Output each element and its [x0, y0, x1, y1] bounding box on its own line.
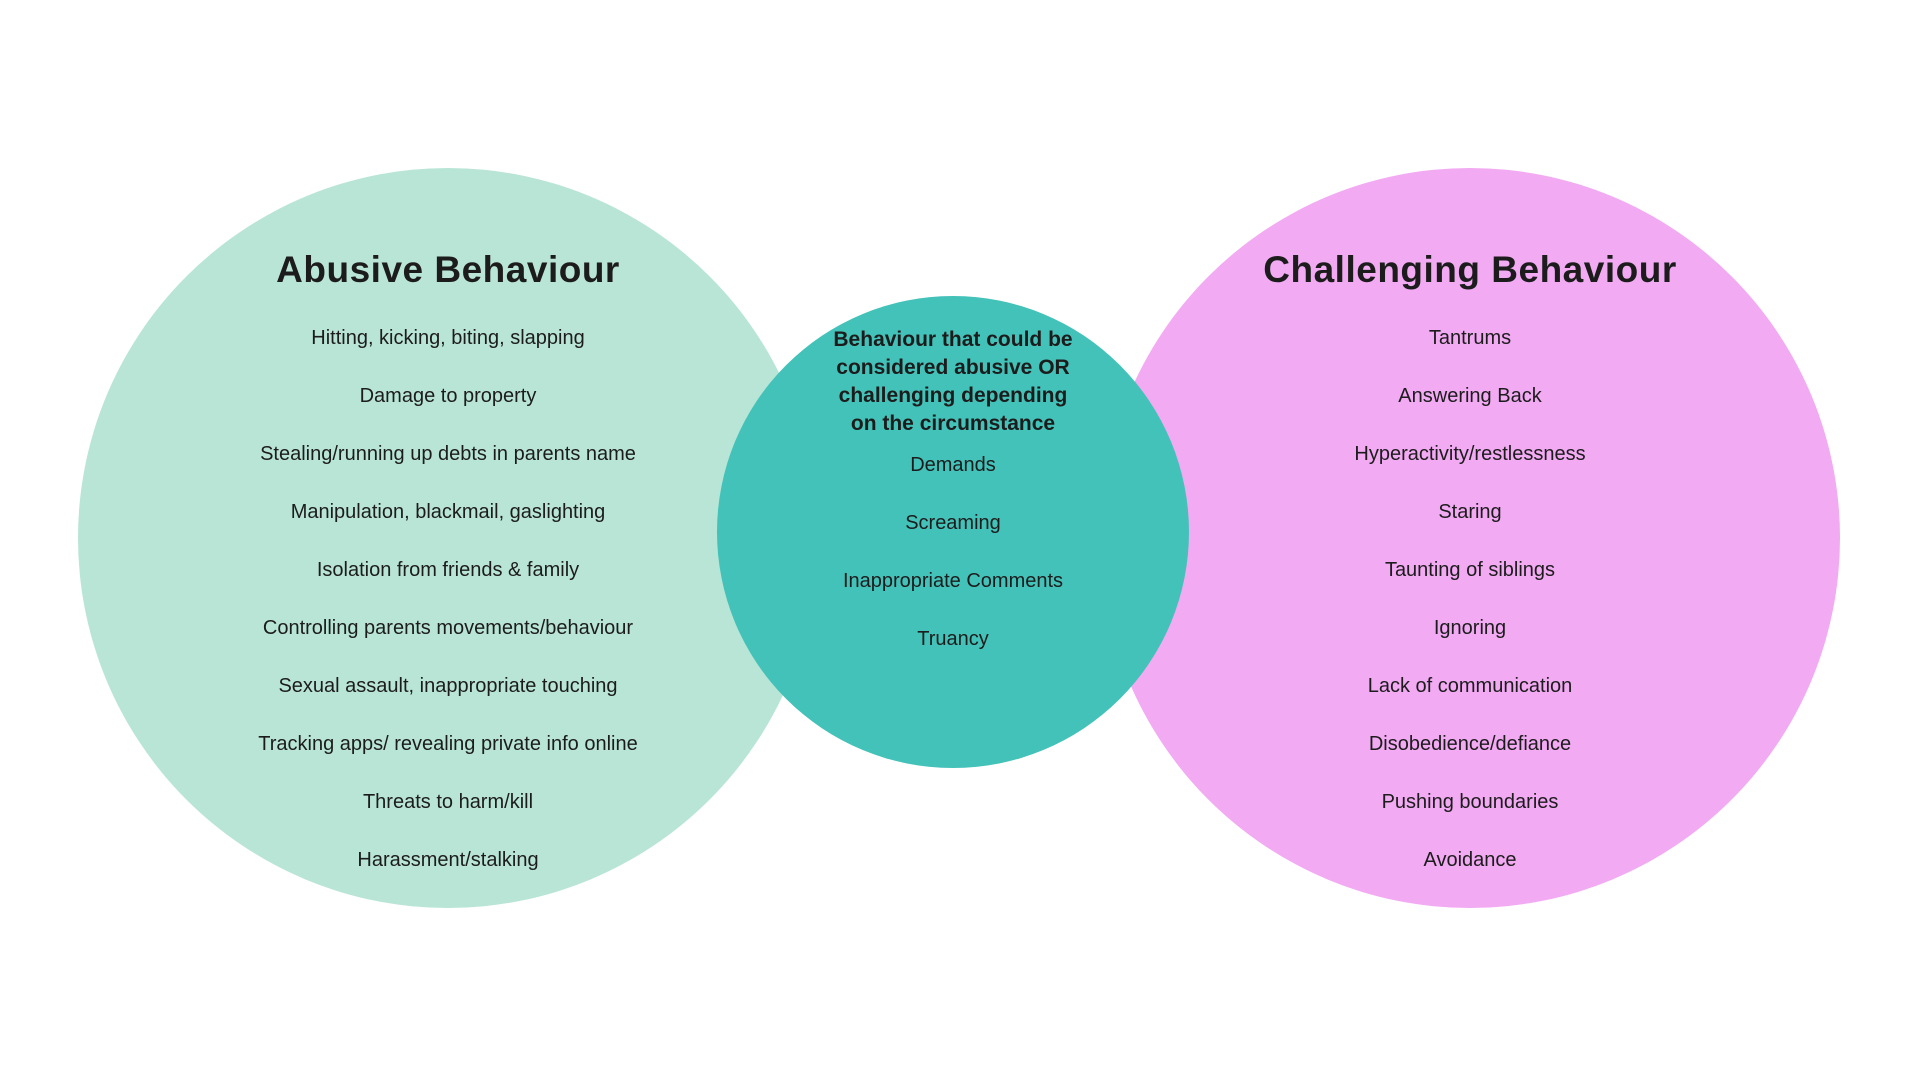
overlap-title-line: considered abusive OR — [836, 356, 1070, 379]
list-item: Tantrums — [1428, 327, 1512, 349]
list-item: Stealing/running up debts in parents nam… — [260, 443, 636, 465]
list-item: Threats to harm/kill — [362, 791, 534, 813]
list-item: Truancy — [917, 628, 989, 650]
abusive-behaviour-title: Abusive Behaviour — [276, 249, 620, 290]
list-item: Inappropriate Comments — [842, 570, 1064, 592]
overlap-circle: Behaviour that could be considered abusi… — [717, 296, 1189, 768]
abusive-behaviour-circle: Abusive Behaviour Hitting, kicking, biti… — [78, 168, 818, 908]
overlap-title-line: challenging depending — [838, 384, 1068, 407]
list-item: Isolation from friends & family — [316, 559, 580, 581]
overlap-circle-list: Demands Screaming Inappropriate Comments… — [717, 455, 1189, 650]
list-item: Screaming — [905, 512, 1001, 534]
list-item: Controlling parents movements/behaviour — [262, 617, 634, 639]
list-item: Disobedience/defiance — [1368, 733, 1572, 755]
overlap-title-line: on the circumstance — [850, 412, 1056, 435]
challenging-behaviour-circle: Challenging Behaviour Tantrums Answering… — [1100, 168, 1840, 908]
list-item: Damage to property — [359, 385, 537, 407]
list-item: Hyperactivity/restlessness — [1354, 443, 1586, 465]
list-item: Demands — [910, 454, 996, 476]
list-item: Manipulation, blackmail, gaslighting — [290, 501, 606, 523]
list-item: Staring — [1438, 501, 1502, 523]
list-item: Answering Back — [1398, 385, 1542, 407]
list-item: Ignoring — [1433, 617, 1507, 639]
abusive-behaviour-list: Hitting, kicking, biting, slapping Damag… — [78, 328, 818, 871]
overlap-title-line: Behaviour that could be — [833, 328, 1073, 351]
list-item: Pushing boundaries — [1381, 791, 1559, 813]
list-item: Tracking apps/ revealing private info on… — [258, 733, 638, 755]
list-item: Lack of communication — [1367, 675, 1573, 697]
list-item: Hitting, kicking, biting, slapping — [311, 327, 585, 349]
list-item: Avoidance — [1423, 849, 1517, 871]
overlap-circle-title: Behaviour that could be considered abusi… — [717, 326, 1189, 438]
challenging-behaviour-list: Tantrums Answering Back Hyperactivity/re… — [1100, 328, 1840, 871]
list-item: Taunting of siblings — [1384, 559, 1556, 581]
list-item: Harassment/stalking — [357, 849, 539, 871]
challenging-behaviour-title: Challenging Behaviour — [1263, 249, 1677, 290]
list-item: Sexual assault, inappropriate touching — [278, 675, 618, 697]
